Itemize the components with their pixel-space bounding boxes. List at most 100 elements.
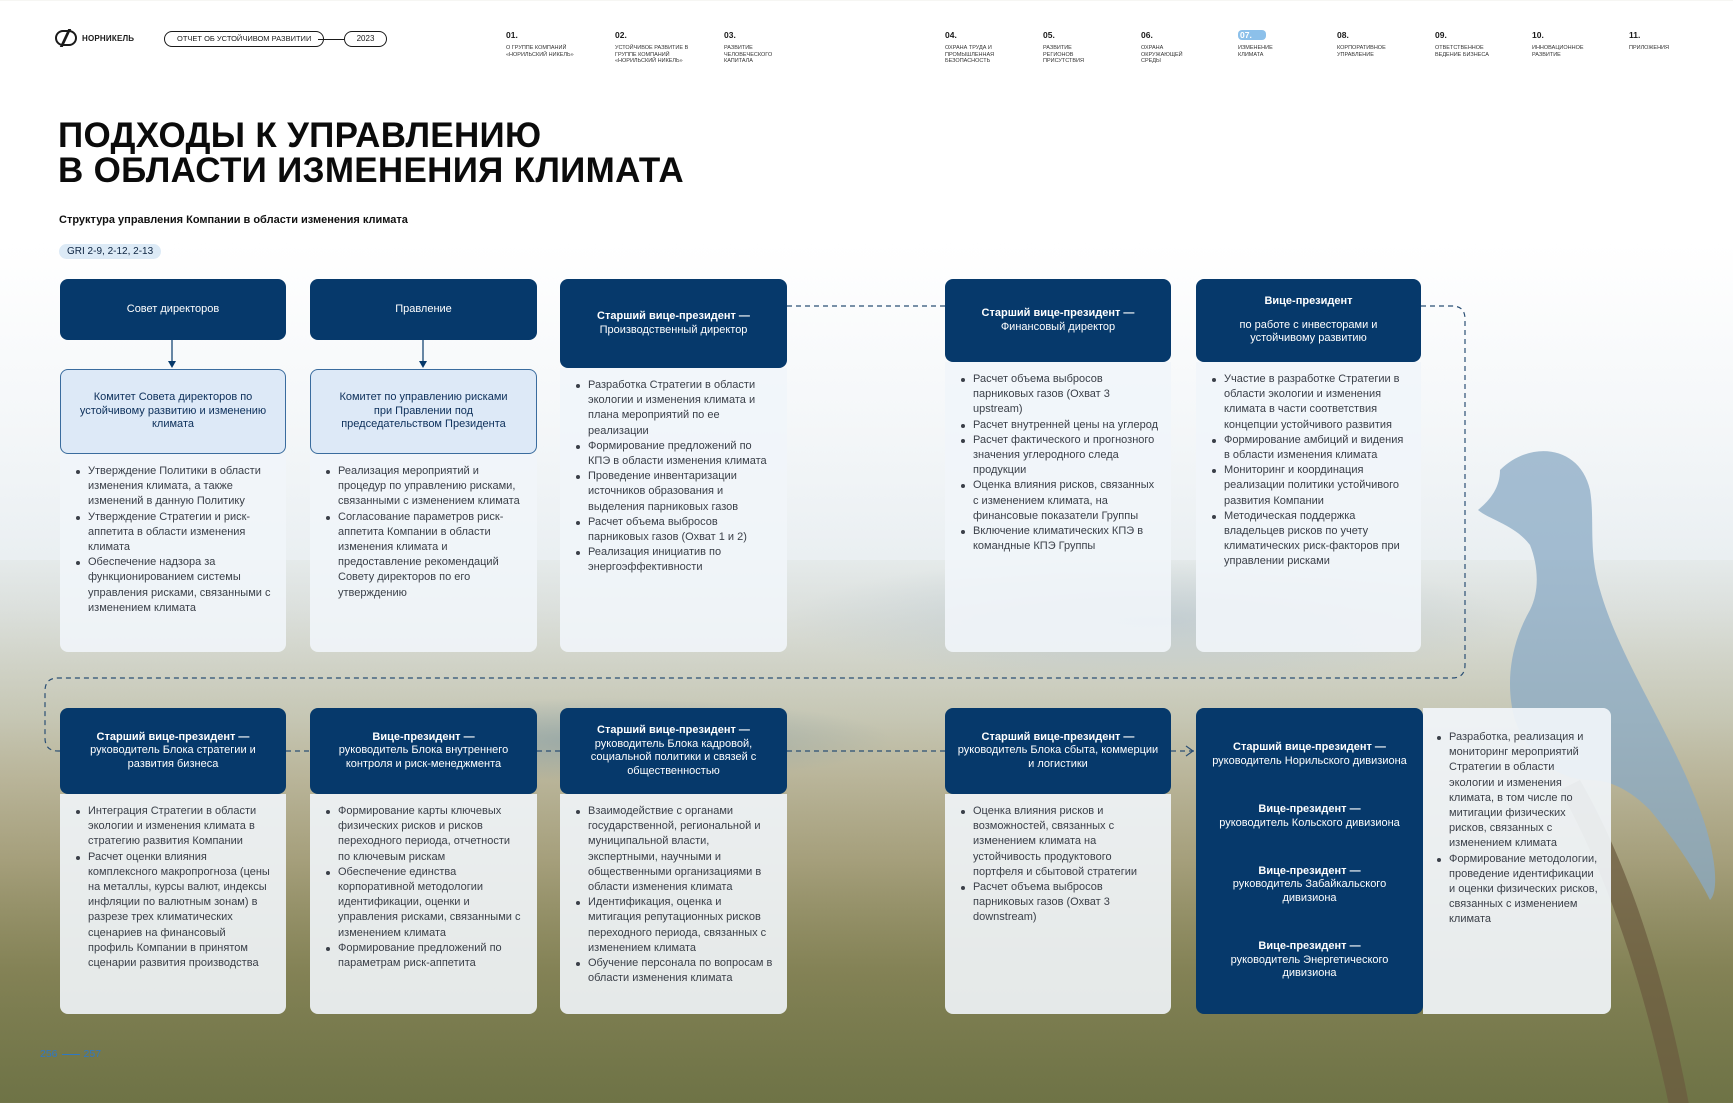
nav-section-01[interactable]: 01.О Группе компаний «Норильский никель» [506,25,596,58]
gri-badge: GRI 2-9, 2-12, 2-13 [59,244,162,259]
investor-relations-vp-card: Участие в разработке Стратегии в области… [1196,362,1421,652]
division-role: Вице-президент — [1258,803,1361,816]
sustainability-committee-box: Комитет Совета директоров по устойчивому… [60,369,286,454]
cfo-box: Старший вице-президент — Финансовый дире… [945,279,1171,362]
nav-label: Охрана окружающей среды [1141,45,1183,64]
list-item: Расчет объема выбросов парниковых газов … [572,515,775,545]
box-title: Вице-президент [1264,295,1353,308]
nav-number: 09. [1435,30,1447,40]
dashed-loop-link [44,305,1466,752]
nav-label: Развитие регионов присутствия [1043,45,1084,64]
nav-section-07-active[interactable]: 07.Изменение климата [1238,25,1293,58]
list-item: Утверждение Политики в области изменения… [72,464,274,510]
list-item: Обеспечение надзора за функционированием… [72,555,274,616]
section-subtitle: Структура управления Компании в области … [59,214,408,226]
division-head-norilsk: Старший вице-президент —руководитель Нор… [1206,741,1413,768]
list-item: Разработка, реализация и мониторинг меро… [1433,730,1601,852]
box-title: Правление [395,302,452,315]
sales-svp-box: Старший вице-президент — руководитель Бл… [945,708,1171,794]
list-item: Реализация мероприятий и процедур по упр… [322,464,525,510]
page-title-line-2: В ОБЛАСТИ ИЗМЕНЕНИЯ КЛИМАТА [58,151,684,190]
nav-number: 11. [1629,30,1641,40]
list-item: Идентификация, оценка и митигация репута… [572,895,775,956]
list-item: Мониторинг и координация реализации поли… [1208,463,1409,509]
nav-section-11[interactable]: 11. Приложения [1629,25,1689,52]
list-item: Расчет оценки влияния комплексного макро… [72,850,274,972]
logo-icon [55,30,77,46]
box-title: Старший вице-президент — [597,724,750,736]
nav-section-04[interactable]: 04.Охрана труда и промышленная безопасно… [945,25,1007,65]
box-title: Старший вице-президент — [981,307,1135,319]
list-item: Реализация инициатив по энергоэффективно… [572,545,775,575]
nav-label: Развитие человеческого капитала [724,45,773,64]
nav-number: 04. [945,30,957,40]
division-head-zabaikalsky: Вице-президент —руководитель Забайкальск… [1206,865,1413,906]
list-item: Включение климатических КПЭ в командные … [957,524,1159,554]
box-title: Старший вице-президент — [597,310,750,322]
chevron-right-icon [1185,745,1195,757]
box-subtitle: Финансовый директор [1000,320,1116,333]
list-item: Участие в разработке Стратегии в области… [1208,372,1409,433]
pill-connector [318,39,344,40]
division-head-energy: Вице-президент —руководитель Энергетичес… [1206,940,1413,981]
nav-number: 06. [1141,30,1153,40]
hr-social-svp-card: Взаимодействие с органами государственно… [560,794,787,1014]
list-item: Формирование методологии, проведение иде… [1433,852,1601,928]
nav-section-09[interactable]: 09. Ответственное ведение бизнеса [1435,25,1493,58]
nav-number: 07. [1238,30,1266,40]
list-item: Методическая поддержка владельцев рисков… [1208,509,1409,570]
page-header: НОРНИКЕЛЬ ОТЧЕТ ОБ УСТОЙЧИВОМ РАЗВИТИИ 2… [0,0,1733,70]
nav-section-06[interactable]: 06. Охрана окружающей среды [1141,25,1191,65]
production-director-box: Старший вице-президент — Производственны… [560,279,787,368]
company-logo[interactable]: НОРНИКЕЛЬ [55,30,134,46]
strategy-svp-box: Старший вице-президент — руководитель Бл… [60,708,286,794]
division-head-kola: Вице-президент —руководитель Кольского д… [1206,803,1413,830]
list-item: Формирование предложений по параметрам р… [322,941,525,971]
list-item: Оценка влияния рисков и возможностей, св… [957,804,1159,880]
nav-section-05[interactable]: 05. Развитие регионов присутствия [1043,25,1093,65]
page-number-left: 256 [40,1048,58,1060]
list-item: Расчет внутренней цены на углерод [957,418,1159,433]
nav-section-10[interactable]: 10.Инновационное развитие [1532,25,1597,58]
list-item: Интеграция Стратегии в области экологии … [72,804,274,850]
box-title: Вице-президент — [372,730,475,743]
list-item: Согласование параметров риск-аппетита Ко… [322,510,525,601]
list-item: Утверждение Стратегии и риск-аппетита в … [72,510,274,556]
nav-label: Инновационное развитие [1532,45,1584,58]
bird-illustration [1478,451,1716,1103]
nav-section-02[interactable]: 02.Устойчивое развитие в Группе компаний… [615,25,695,65]
nav-number: 05. [1043,30,1055,40]
nav-section-03[interactable]: 03. Развитие человеческого капитала [724,25,784,65]
nav-number: 02. [615,30,627,40]
sales-svp-card: Оценка влияния рисков и возможностей, св… [945,794,1171,1014]
box-subtitle: руководитель Блока внутреннего контроля … [338,744,509,770]
list-item: Расчет объема выбросов парниковых газов … [957,880,1159,926]
nav-section-08[interactable]: 08. Корпоративное управление [1337,25,1397,58]
list-item: Формирование амбиций и видения в области… [1208,433,1409,463]
list-item: Расчет объема выбросов парниковых газов … [957,372,1159,418]
box-title: Старший вице-президент — [981,730,1135,743]
nav-label: Корпоративное управление [1337,45,1386,58]
nav-label: Ответственное ведение бизнеса [1435,45,1489,58]
list-item: Обучение персонала по вопросам в области… [572,956,775,986]
division-name: руководитель Кольского дивизиона [1219,816,1400,829]
internal-control-vp-box: Вице-президент — руководитель Блока внут… [310,708,537,794]
strategy-svp-card: Интеграция Стратегии в области экологии … [60,794,286,1014]
page-title: ПОДХОДЫ К УПРАВЛЕНИЮ В ОБЛАСТИ ИЗМЕНЕНИЯ… [58,118,684,188]
box-subtitle: руководитель Блока сбыта, коммерции и ло… [957,744,1159,770]
division-role: Вице-президент — [1258,864,1361,877]
division-role: Старший вице-президент — [1233,741,1386,754]
board-of-directors-box: Совет директоров [60,279,286,340]
page-number-divider [61,1053,80,1055]
box-subtitle: Производственный директор [599,323,748,336]
nav-number: 03. [724,30,736,40]
list-item: Формирование предложений по КПЭ в област… [572,439,775,469]
nav-label: Приложения [1629,45,1669,51]
box-title: Комитет по управлению рисками при Правле… [339,391,508,431]
year-pill[interactable]: 2023 [344,31,387,47]
page-numbers: 256 257 [40,1048,101,1060]
divisions-card: Разработка, реализация и мониторинг меро… [1423,708,1611,1014]
box-subtitle: руководитель Блока кадровой, социальной … [590,737,757,777]
division-name: руководитель Норильского дивизиона [1212,754,1407,767]
nav-number: 08. [1337,30,1349,40]
